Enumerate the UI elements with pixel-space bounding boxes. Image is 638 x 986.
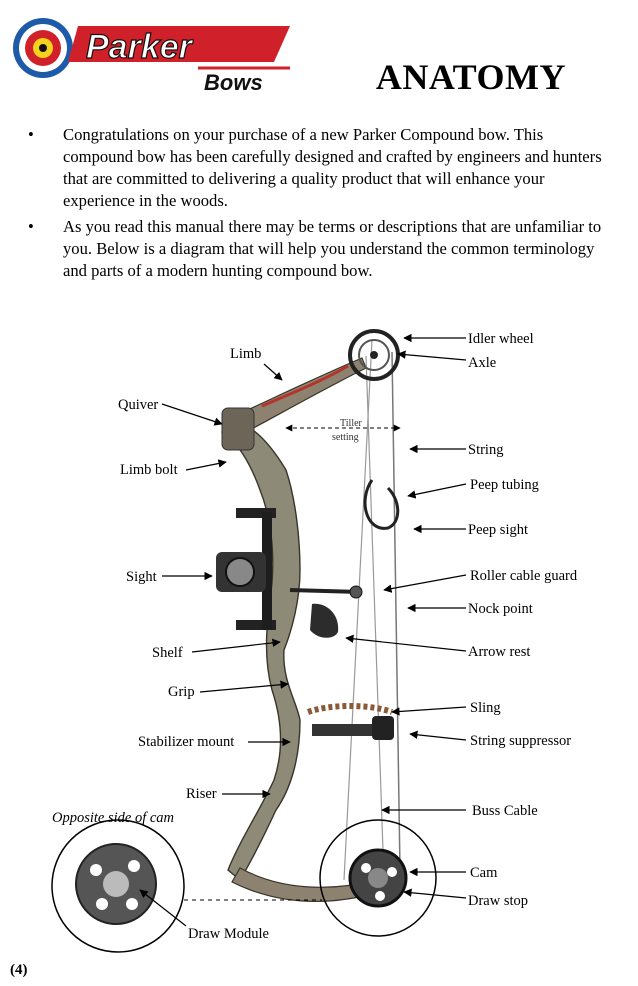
label-limb: Limb bbox=[230, 346, 261, 362]
label-limb-bolt: Limb bolt bbox=[120, 462, 178, 478]
label-roller-cable-guard: Roller cable guard bbox=[470, 568, 578, 584]
label-cam: Cam bbox=[470, 865, 498, 881]
bow-string bbox=[392, 352, 400, 870]
label-opposite-side: Opposite side of cam bbox=[52, 810, 174, 826]
label-axle: Axle bbox=[468, 355, 496, 371]
sight-shape bbox=[216, 552, 266, 592]
page-number: (4) bbox=[10, 962, 28, 979]
label-shelf: Shelf bbox=[152, 645, 183, 661]
opposite-side-inset bbox=[52, 820, 184, 952]
leader-arrows bbox=[140, 338, 466, 926]
idler-wheel-shape bbox=[350, 331, 398, 379]
label-string-suppressor: String suppressor bbox=[470, 733, 571, 749]
label-sling: Sling bbox=[470, 700, 501, 716]
label-nock-point: Nock point bbox=[468, 601, 533, 617]
label-quiver: Quiver bbox=[118, 397, 158, 413]
label-string: String bbox=[468, 442, 503, 458]
label-arrow-rest: Arrow rest bbox=[468, 644, 530, 660]
label-peep-tubing: Peep tubing bbox=[470, 477, 539, 493]
label-tiller-1: Tiller bbox=[340, 418, 363, 429]
riser-shape bbox=[222, 420, 300, 880]
label-sight: Sight bbox=[126, 569, 157, 585]
label-grip: Grip bbox=[168, 684, 195, 700]
label-tiller-2: setting bbox=[332, 432, 359, 443]
label-riser: Riser bbox=[186, 786, 217, 802]
label-stabilizer-mount: Stabilizer mount bbox=[138, 734, 234, 750]
label-peep-sight: Peep sight bbox=[468, 522, 528, 538]
cam-shape bbox=[350, 850, 406, 906]
label-buss-cable: Buss Cable bbox=[472, 803, 538, 819]
label-draw-stop: Draw stop bbox=[468, 893, 528, 909]
label-draw-module: Draw Module bbox=[188, 926, 269, 942]
label-idler-wheel: Idler wheel bbox=[468, 331, 534, 347]
